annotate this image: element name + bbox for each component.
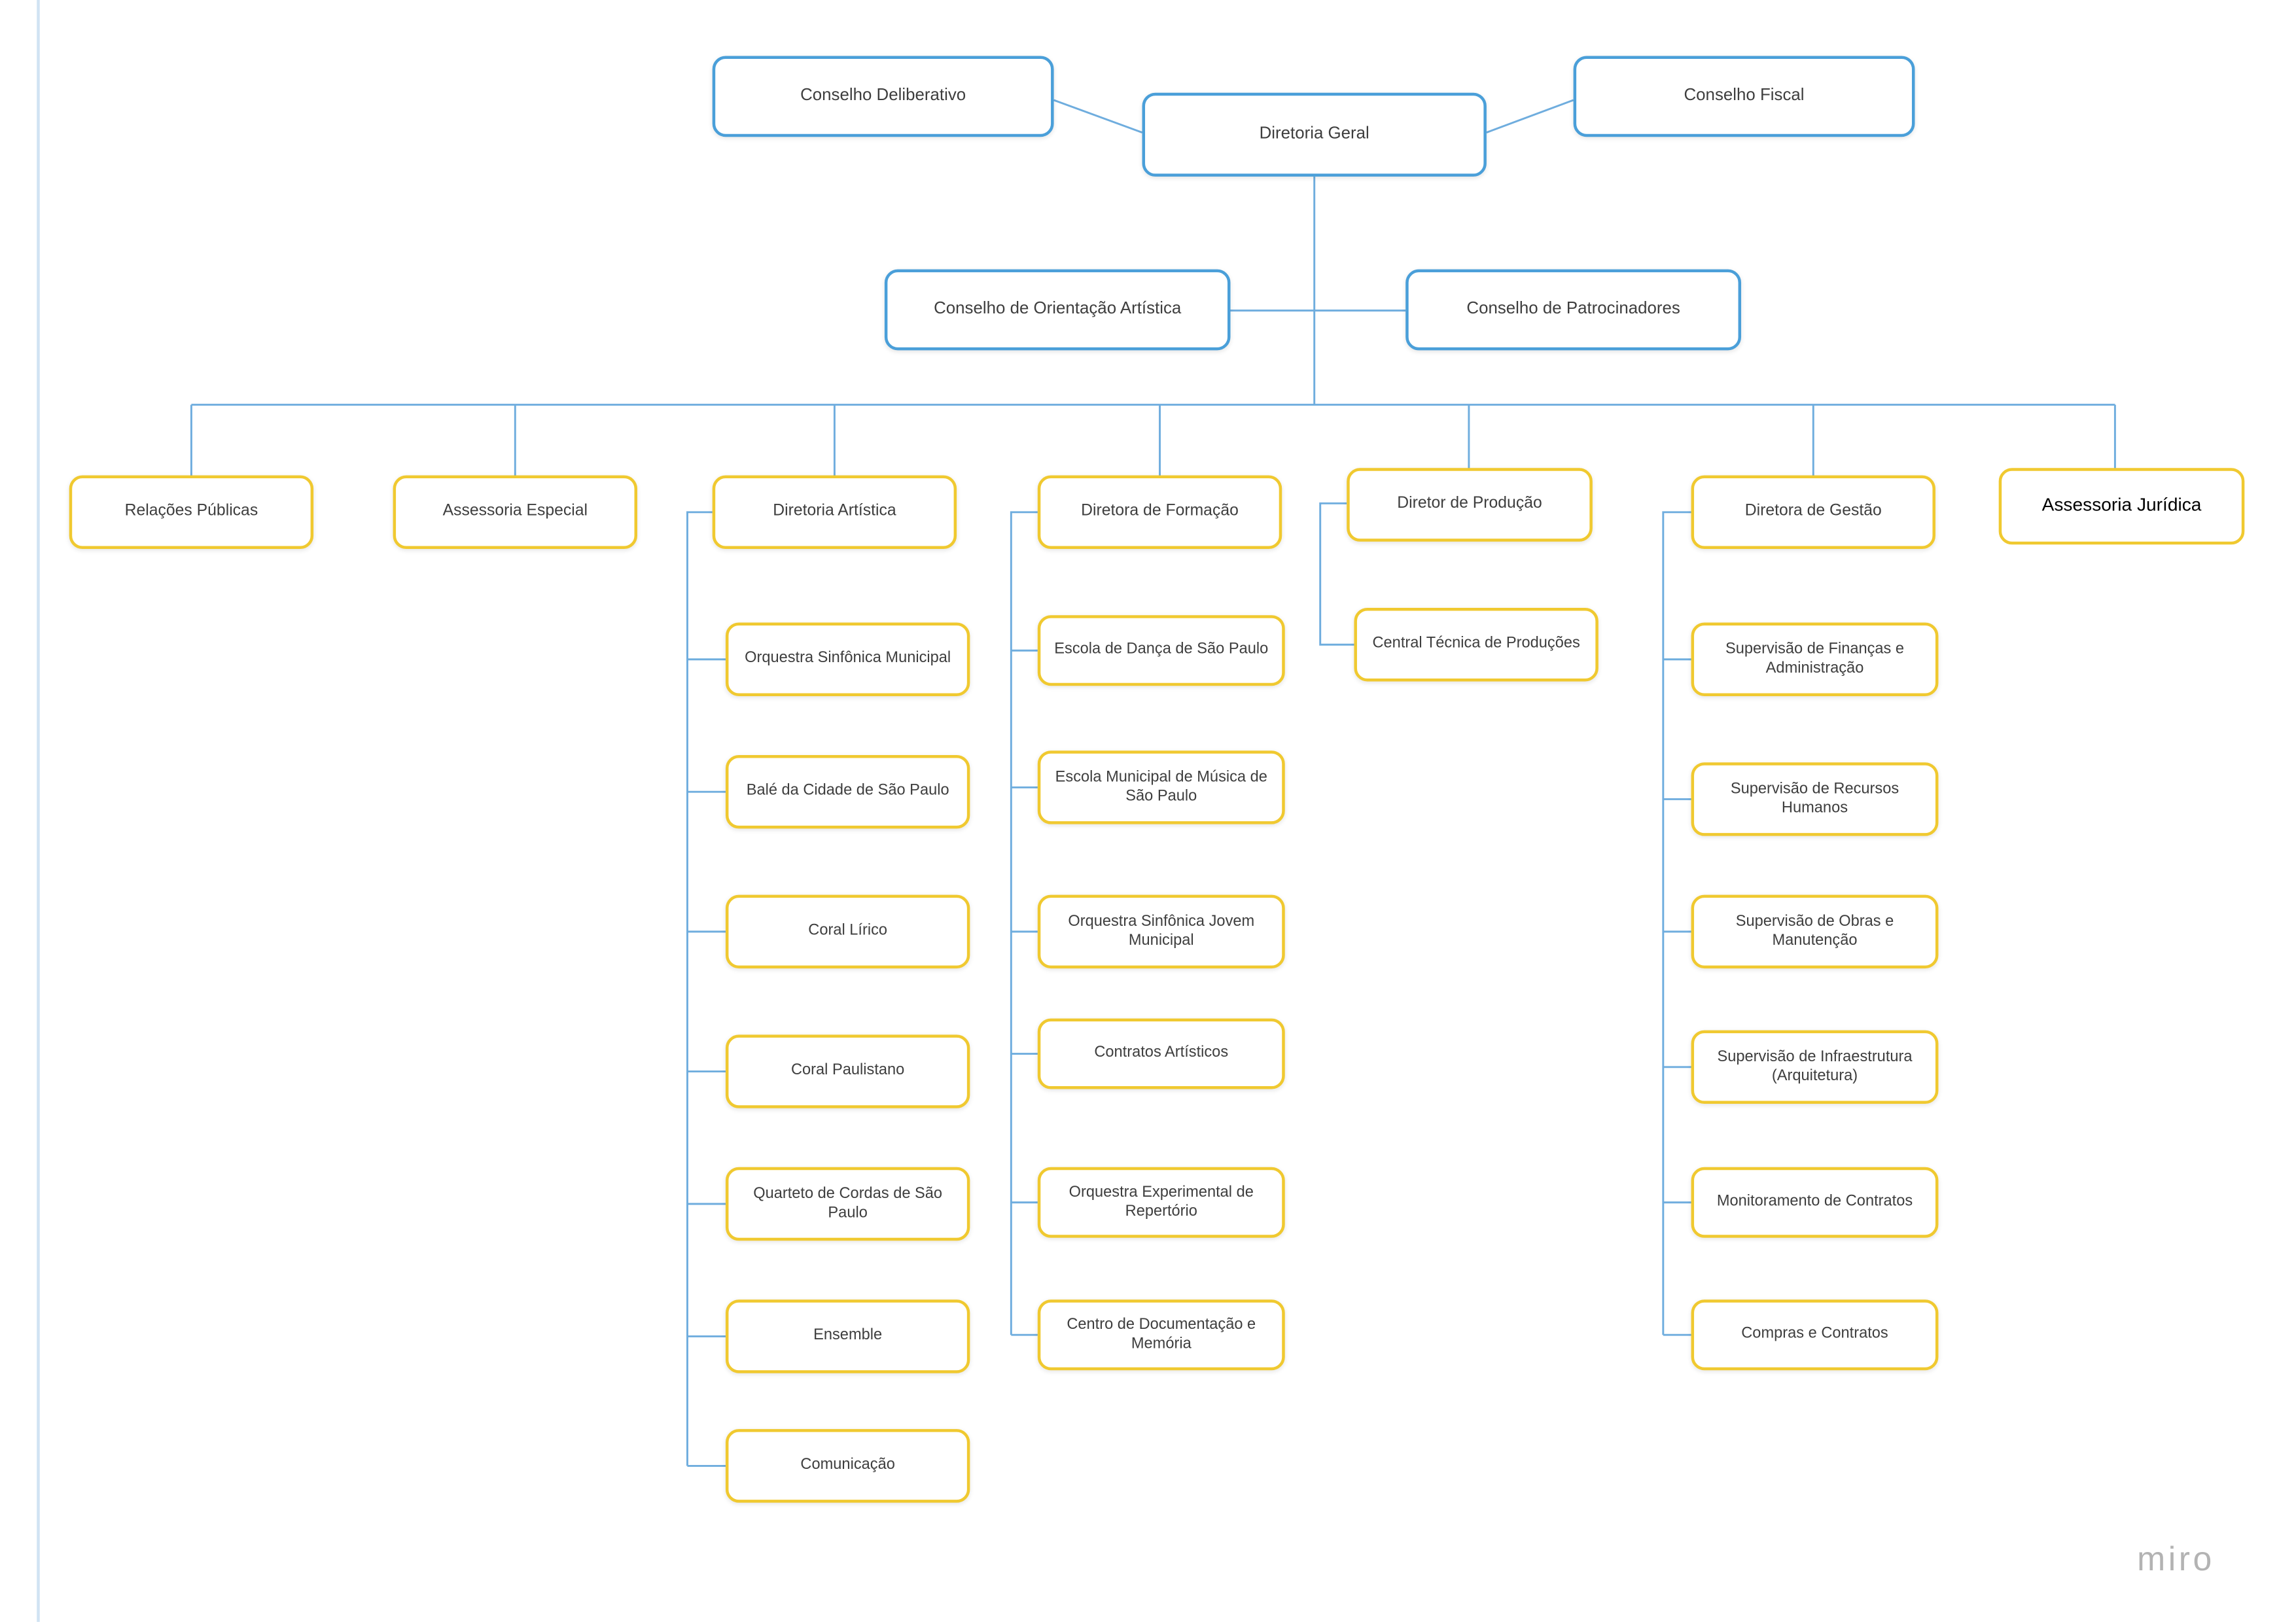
node-label: Diretora de Formação [1081,502,1239,520]
connector-line [1486,99,1574,133]
node-contratos-artisticos[interactable]: Contratos Artísticos [1037,1018,1285,1089]
node-label: Diretoria Artística [773,502,896,520]
node-label: Conselho de Orientação Artística [934,300,1182,319]
node-assessoria-especial[interactable]: Assessoria Especial [393,475,637,550]
node-label: Escola de Dança de São Paulo [1054,641,1269,659]
node-label: Orquestra Sinfônica Municipal [745,649,951,667]
node-assessoria-juridica[interactable]: Assessoria Jurídica [1998,468,2245,545]
node-label: Orquestra Experimental de Repertório [1069,1183,1254,1220]
node-label: Conselho Deliberativo [800,87,966,105]
node-bale-cidade-sao-paulo[interactable]: Balé da Cidade de São Paulo [725,754,970,829]
node-compras-contratos[interactable]: Compras e Contratos [1691,1299,1939,1371]
node-conselho-deliberativo[interactable]: Conselho Deliberativo [712,56,1054,137]
node-coral-paulistano[interactable]: Coral Paulistano [725,1034,970,1108]
connector-line [1662,511,1691,1335]
node-label: Supervisão de Finanças e Administração [1725,640,1905,677]
node-label: Assessoria Especial [442,502,588,520]
node-supervisao-recursos-humanos[interactable]: Supervisão de Recursos Humanos [1691,762,1939,836]
node-label: Quarteto de Cordas de São Paulo [753,1184,943,1222]
node-label: Supervisão de Infraestrutura (Arquitetur… [1717,1048,1913,1085]
node-relacoes-publicas[interactable]: Relações Públicas [69,475,314,550]
node-diretora-gestao[interactable]: Diretora de Gestão [1691,475,1935,550]
node-label: Coral Lírico [808,922,888,940]
node-label: Coral Paulistano [790,1061,905,1080]
node-quarteto-cordas-sao-paulo[interactable]: Quarteto de Cordas de São Paulo [725,1167,970,1241]
node-orquestra-sinfonica-municipal[interactable]: Orquestra Sinfônica Municipal [725,622,970,696]
node-coral-lirico[interactable]: Coral Lírico [725,894,970,969]
node-centro-documentacao-memoria[interactable]: Centro de Documentação e Memória [1037,1299,1285,1371]
node-orquestra-experimental-repertorio[interactable]: Orquestra Experimental de Repertório [1037,1167,1285,1238]
node-conselho-fiscal[interactable]: Conselho Fiscal [1573,56,1915,137]
node-label: Central Técnica de Produções [1372,635,1580,653]
node-label: Centro de Documentação e Memória [1067,1315,1256,1353]
connector-line [1010,511,1038,1335]
node-conselho-orientacao-artistica[interactable]: Conselho de Orientação Artística [884,269,1231,351]
node-central-tecnica-producoes[interactable]: Central Técnica de Produções [1354,608,1598,682]
node-label: Supervisão de Obras e Manutenção [1735,912,1894,949]
connector-line [1053,99,1143,133]
miro-watermark: miro [2137,1539,2215,1578]
connector-line [686,511,713,1466]
node-label: Orquestra Sinfônica Jovem Municipal [1068,912,1255,949]
node-label: Conselho Fiscal [1684,87,1805,105]
node-supervisao-infraestrutura-arquitetura[interactable]: Supervisão de Infraestrutura (Arquitetur… [1691,1030,1939,1104]
frame-edge [37,0,40,1622]
node-comunicacao[interactable]: Comunicação [725,1429,970,1503]
node-label: Monitoramento de Contratos [1716,1192,1913,1210]
node-label: Ensemble [813,1326,883,1345]
node-supervisao-obras-manutencao[interactable]: Supervisão de Obras e Manutenção [1691,894,1939,969]
node-orquestra-sinfonica-jovem-municipal[interactable]: Orquestra Sinfônica Jovem Municipal [1037,894,1285,969]
node-conselho-patrocinadores[interactable]: Conselho de Patrocinadores [1405,269,1742,351]
node-label: Supervisão de Recursos Humanos [1730,779,1899,817]
node-label: Diretoria Geral [1259,125,1369,143]
node-monitoramento-contratos[interactable]: Monitoramento de Contratos [1691,1167,1939,1238]
node-diretoria-geral[interactable]: Diretoria Geral [1142,92,1487,177]
node-escola-danca-sao-paulo[interactable]: Escola de Dança de São Paulo [1037,615,1285,686]
node-label: Diretor de Produção [1397,495,1542,513]
node-supervisao-financas-administracao[interactable]: Supervisão de Finanças e Administração [1691,622,1939,696]
node-label: Contratos Artísticos [1094,1044,1229,1062]
node-label: Assessoria Jurídica [2041,495,2202,516]
node-label: Relações Públicas [124,502,258,520]
node-diretor-producao[interactable]: Diretor de Produção [1347,468,1593,542]
node-label: Compras e Contratos [1741,1325,1888,1343]
node-ensemble[interactable]: Ensemble [725,1299,970,1373]
node-escola-municipal-musica-sao-paulo[interactable]: Escola Municipal de Música de São Paulo [1037,750,1285,824]
node-label: Balé da Cidade de São Paulo [746,782,949,800]
node-diretoria-artistica[interactable]: Diretoria Artística [712,475,957,550]
node-label: Comunicação [800,1456,895,1474]
node-label: Escola Municipal de Música de São Paulo [1055,767,1267,805]
node-diretora-formacao[interactable]: Diretora de Formação [1037,475,1282,550]
node-label: Conselho de Patrocinadores [1466,300,1680,319]
node-label: Diretora de Gestão [1744,502,1882,520]
